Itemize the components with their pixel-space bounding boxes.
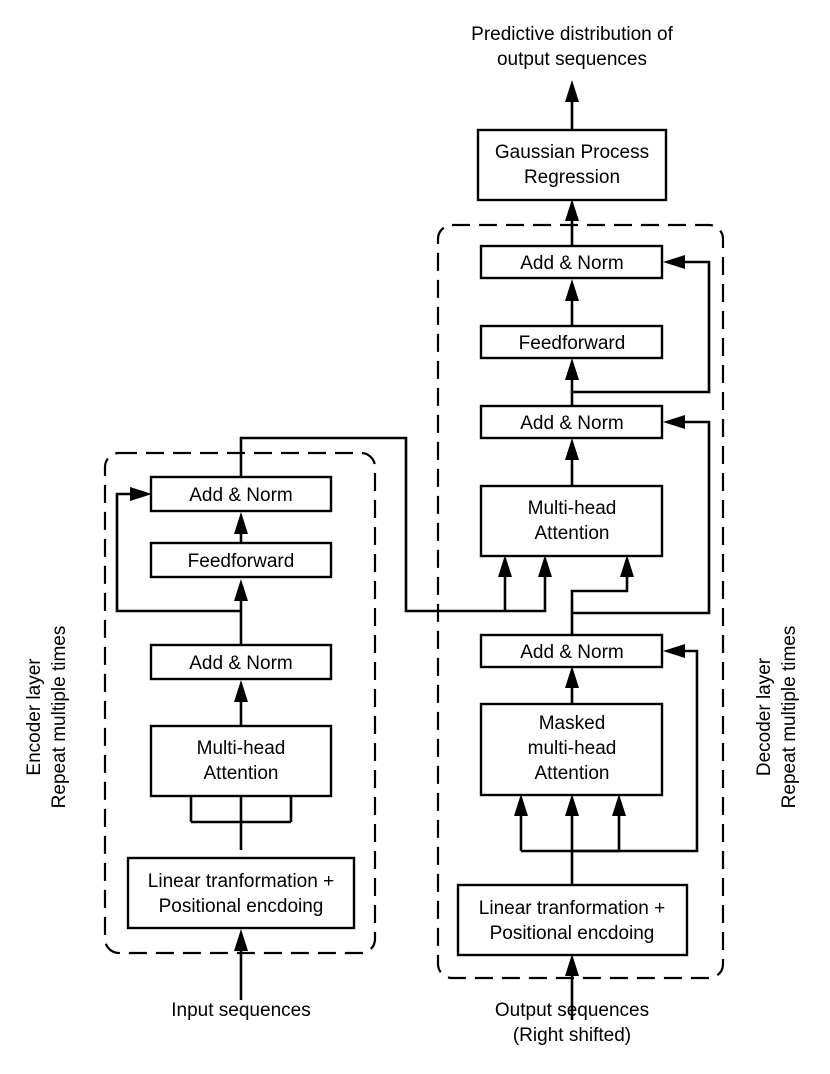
decoder-side-label: Decoder layer Repeat multiple times: [754, 626, 800, 809]
gaussian-process-box: Gaussian Process Regression: [476, 128, 668, 202]
decoder-add-norm-middle: Add & Norm: [479, 404, 664, 440]
decoder-add-norm-bottom-label: Add & Norm: [520, 642, 623, 663]
arrow-left-icon: [663, 644, 685, 658]
arrow-up-icon: [612, 794, 626, 816]
decoder-masked-label-3: Attention: [535, 763, 610, 784]
decoder-input-caption-2: (Right shifted): [513, 1025, 631, 1046]
decoder-add-norm-top: Add & Norm: [479, 244, 664, 280]
arrow-up-icon: [565, 358, 579, 380]
encoder-attention: Multi-head Attention: [149, 724, 333, 798]
decoder-add-norm-top-label: Add & Norm: [520, 253, 623, 274]
arrow-up-icon: [538, 555, 552, 577]
decoder-side-label-1: Decoder layer: [754, 657, 775, 776]
decoder-cross-attention: Multi-head Attention: [479, 484, 664, 558]
encoder-input-caption: Input sequences: [171, 1000, 310, 1021]
encoder-add-norm-bottom-label: Add & Norm: [189, 653, 292, 674]
encoder-attention-label-1: Multi-head: [197, 738, 286, 759]
encoder-linear-positional: Linear tranformation + Positional encdoi…: [126, 856, 356, 930]
encoder-feedforward-label: Feedforward: [188, 551, 295, 572]
arrow-up-icon: [565, 438, 579, 460]
output-caption-1: Predictive distribution of: [471, 24, 673, 45]
decoder-linear-label-2: Positional encdoing: [490, 923, 655, 944]
arrow-left-icon: [663, 415, 685, 429]
decoder-side-label-2: Repeat multiple times: [779, 626, 800, 809]
encoder-add-norm-top: Add & Norm: [149, 475, 333, 513]
arrow-up-icon: [565, 794, 579, 816]
arrow-up-icon: [565, 954, 579, 976]
encoder-add-norm-top-label: Add & Norm: [189, 485, 292, 506]
encoder-side-label-1: Encoder layer: [24, 658, 45, 776]
encoder-linear-label-1: Linear tranformation +: [148, 871, 334, 892]
decoder-cross-attention-label-2: Attention: [535, 523, 610, 544]
arrow-up-icon: [234, 512, 248, 534]
decoder-cross-attention-label-1: Multi-head: [528, 498, 617, 519]
arrow-up-icon: [565, 80, 579, 102]
arrow-up-icon: [234, 680, 248, 702]
gp-label-1: Gaussian Process: [495, 142, 649, 163]
encoder-linear-label-2: Positional encdoing: [159, 896, 324, 917]
decoder-input-caption-1: Output sequences: [495, 1000, 649, 1021]
encoder-side-label-2: Repeat multiple times: [49, 626, 70, 809]
arrow-up-icon: [565, 199, 579, 221]
decoder-linear-label-1: Linear tranformation +: [479, 898, 665, 919]
arrow-up-icon: [565, 666, 579, 688]
decoder-masked-label-1: Masked: [539, 713, 606, 734]
arrow-right-icon: [130, 487, 152, 501]
encoder-side-label: Encoder layer Repeat multiple times: [24, 626, 70, 809]
encoder-attention-label-2: Attention: [204, 763, 279, 784]
gp-label-2: Regression: [524, 167, 620, 188]
output-caption-2: output sequences: [497, 49, 647, 70]
decoder-feedforward-label: Feedforward: [519, 333, 626, 354]
decoder-linear-positional: Linear tranformation + Positional encdoi…: [456, 883, 689, 957]
decoder-masked-label-2: multi-head: [528, 738, 617, 759]
encoder-add-norm-bottom: Add & Norm: [149, 643, 333, 681]
arrow-up-icon: [565, 279, 579, 301]
arrow-left-icon: [663, 255, 685, 269]
decoder-feedforward: Feedforward: [479, 324, 664, 360]
arrow-up-icon: [234, 929, 248, 951]
decoder-add-norm-bottom: Add & Norm: [479, 633, 664, 669]
arrow-up-icon: [234, 579, 248, 601]
arrow-up-icon: [498, 555, 512, 577]
arrow-up-icon: [620, 555, 634, 577]
decoder-masked-attention: Masked multi-head Attention: [479, 702, 664, 797]
arrow-up-icon: [514, 794, 528, 816]
decoder-add-norm-middle-label: Add & Norm: [520, 413, 623, 434]
encoder-feedforward: Feedforward: [149, 541, 333, 579]
